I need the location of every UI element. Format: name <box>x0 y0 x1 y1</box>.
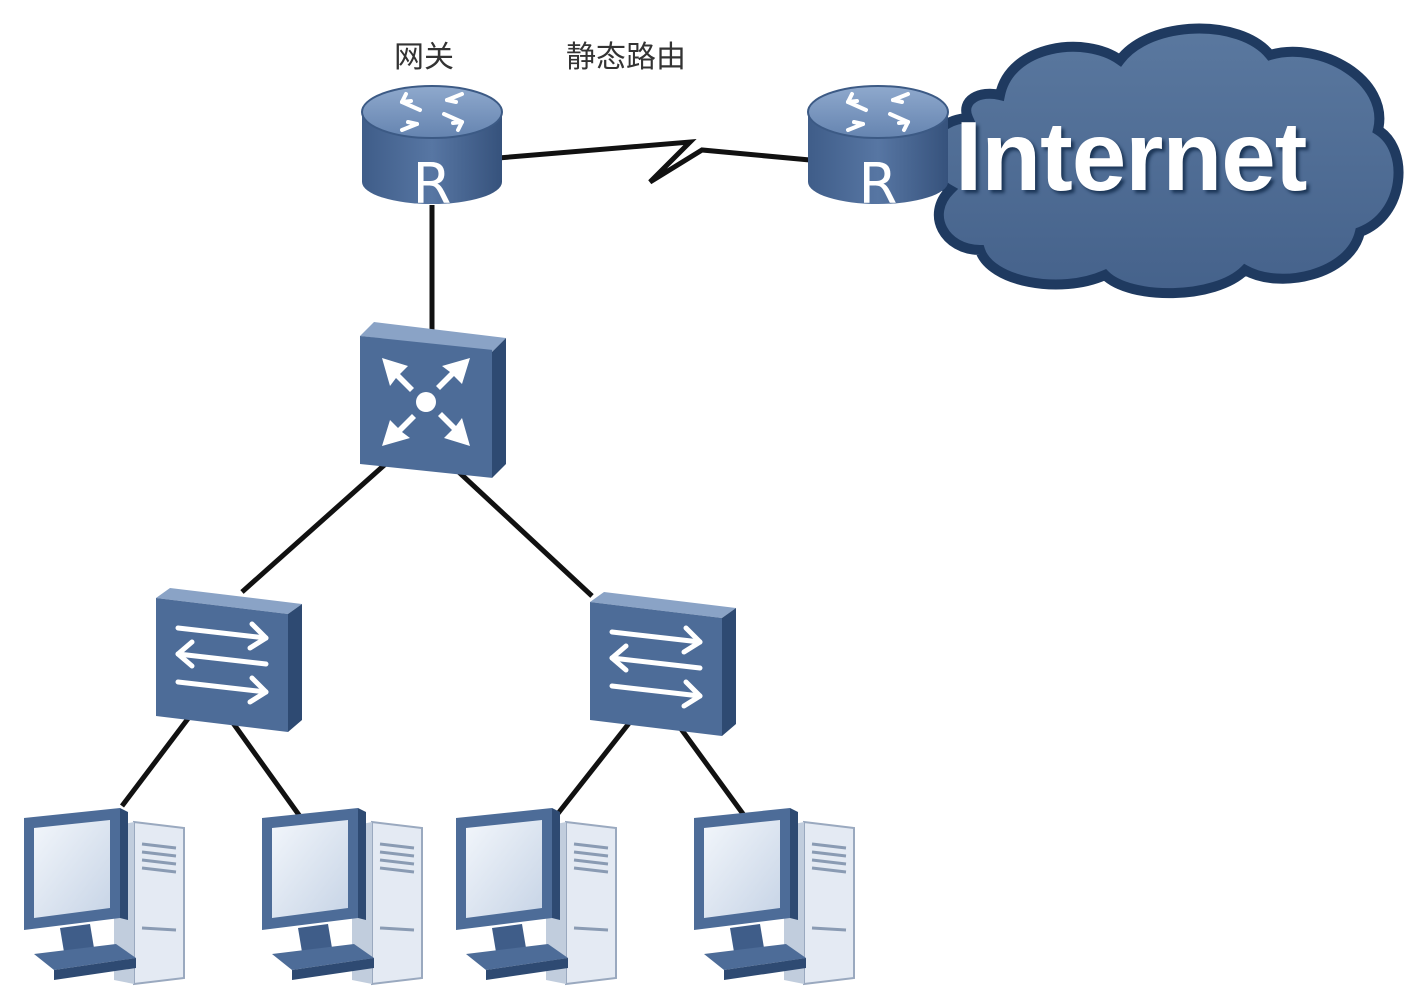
isp-router-icon: R <box>806 84 950 217</box>
link-switch-left-pc2 <box>225 714 307 824</box>
link-switch-right-pc3 <box>554 720 632 818</box>
gateway-label: 网关 <box>394 40 454 75</box>
access-switch-left-icon <box>156 588 302 732</box>
pc-3-icon <box>454 806 618 986</box>
internet-cloud <box>923 23 1404 299</box>
pc-1-icon <box>22 806 186 986</box>
isp-router-letter: R <box>859 152 898 217</box>
link-switch-right-pc4 <box>673 720 749 820</box>
link-switch-left-pc1 <box>120 714 192 808</box>
access-switch-right-icon <box>590 592 736 736</box>
link-core-switch-left <box>240 458 392 594</box>
static-route-label: 静态路由 <box>566 40 686 75</box>
pc-4-icon <box>692 806 856 986</box>
core-switch-icon <box>360 322 506 478</box>
connection-lines <box>120 138 811 824</box>
internet-cloud-label: Internet <box>955 101 1307 211</box>
gateway-router-icon: R <box>360 84 504 217</box>
link-static-route <box>497 138 811 185</box>
gateway-router-letter: R <box>413 152 452 217</box>
link-core-switch-right <box>446 460 594 598</box>
pc-2-icon <box>260 806 424 986</box>
